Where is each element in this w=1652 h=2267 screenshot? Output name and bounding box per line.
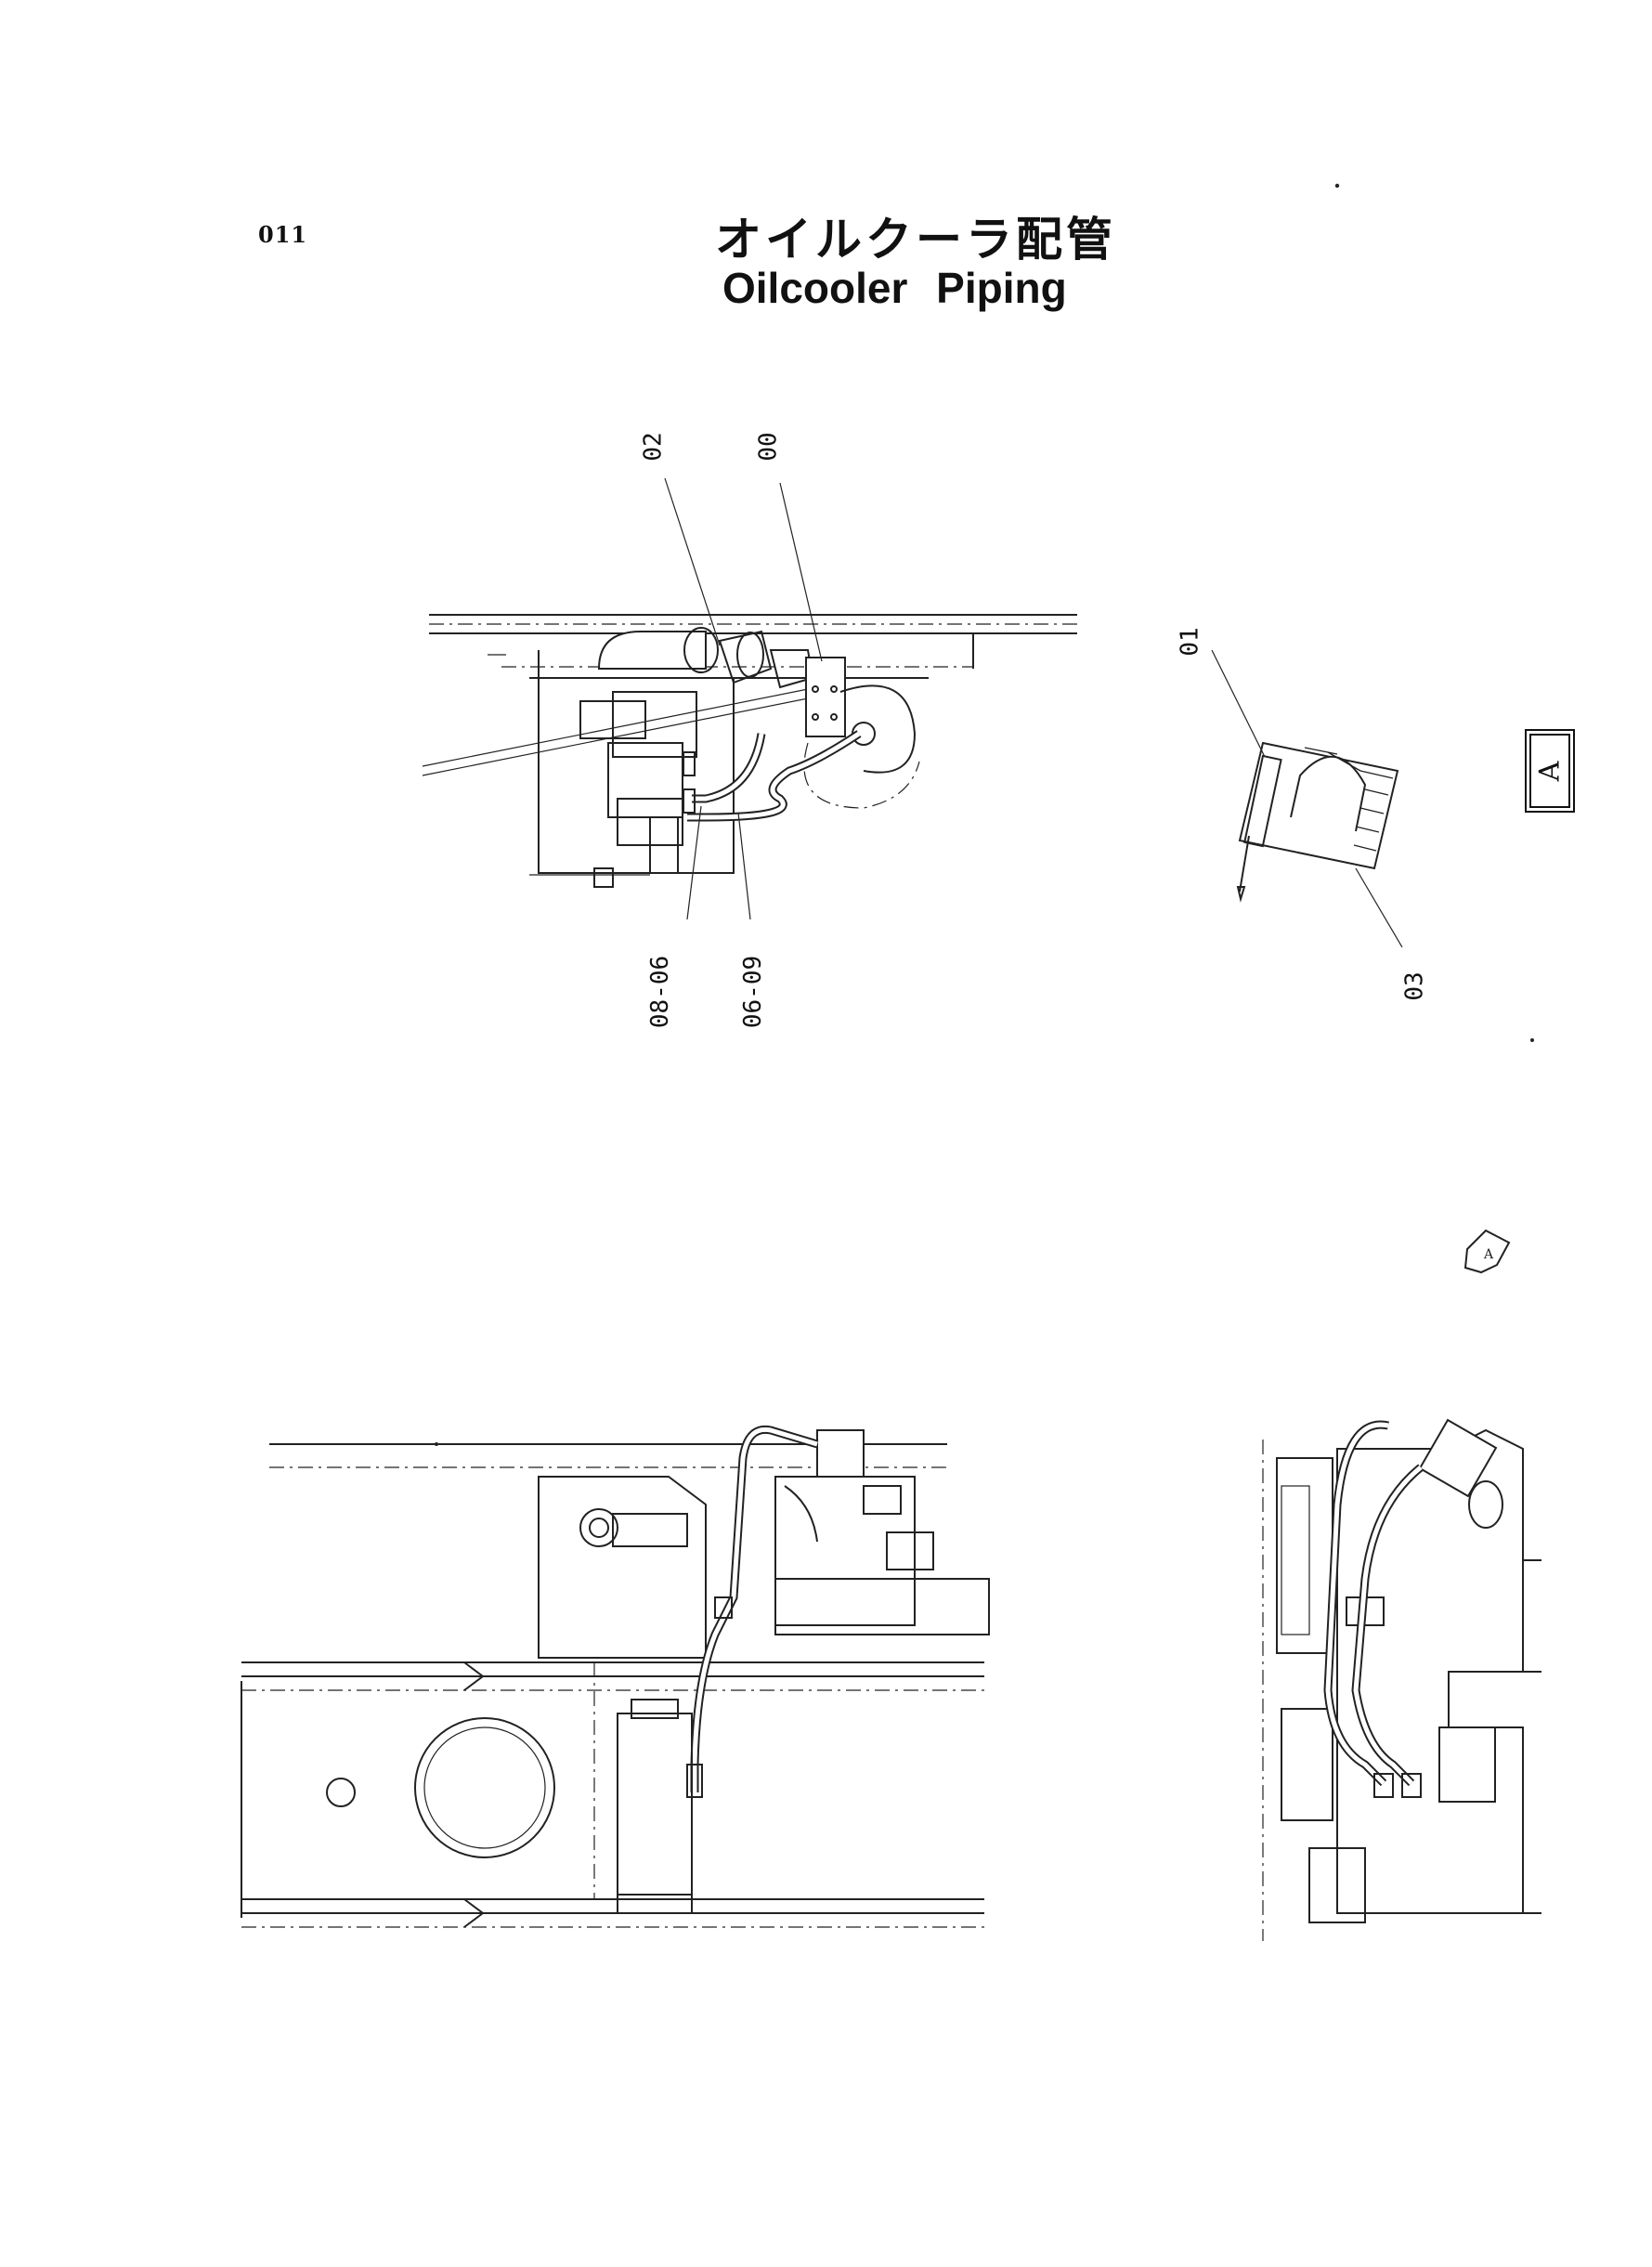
lower-motor-base bbox=[617, 1894, 693, 1914]
bottom-right-assembly bbox=[1262, 1418, 1541, 1941]
hose-clamp-1 bbox=[714, 1596, 733, 1619]
pipe-end-mid bbox=[736, 632, 764, 678]
view-arrow-icon: A bbox=[1463, 1229, 1511, 1274]
tip-lower bbox=[463, 1898, 485, 1928]
elbow-curve bbox=[784, 1485, 818, 1543]
scan-specks bbox=[435, 183, 1534, 1446]
hose-06-09-outer bbox=[687, 730, 862, 822]
view-a-tag: A bbox=[1525, 729, 1575, 813]
cooler-arch bbox=[1290, 755, 1367, 832]
hose-08-06-inner bbox=[692, 733, 764, 801]
section-plate-01 bbox=[1243, 754, 1282, 848]
right-fitting-1 bbox=[1373, 1773, 1394, 1798]
right-elbow-end bbox=[1468, 1480, 1503, 1529]
right-hose-2-inner bbox=[1353, 1466, 1423, 1785]
oval-flange bbox=[839, 684, 917, 774]
leader-08-06 bbox=[686, 805, 702, 920]
bolt-1 bbox=[593, 867, 614, 888]
diagonal-rail-2 bbox=[422, 691, 841, 776]
leader-03 bbox=[1355, 867, 1403, 948]
motor-cap bbox=[863, 1485, 902, 1515]
hatch-7 bbox=[1304, 747, 1338, 755]
hose-end-fitting bbox=[686, 1764, 703, 1798]
view-arrow-shape bbox=[1463, 1229, 1511, 1274]
block-5 bbox=[649, 816, 679, 874]
pivot-ring bbox=[579, 1508, 618, 1547]
hatch-2 bbox=[1364, 788, 1389, 796]
block-2 bbox=[612, 691, 697, 758]
tip-upper bbox=[463, 1661, 485, 1691]
pipe-end-left bbox=[683, 627, 719, 673]
hatch-1 bbox=[1359, 770, 1394, 779]
elbow-pipe-left bbox=[597, 631, 707, 670]
side-block bbox=[1281, 1708, 1333, 1821]
section-view bbox=[1211, 649, 1403, 948]
leader-02 bbox=[664, 477, 721, 646]
hatch-5 bbox=[1353, 844, 1377, 852]
side-frame bbox=[1276, 1457, 1333, 1654]
leader-06-09 bbox=[737, 812, 751, 920]
title-japanese: オイルクーラ配管 bbox=[715, 213, 1116, 267]
hose-06-09-inner bbox=[687, 731, 861, 820]
bottom-left-assembly bbox=[241, 1425, 990, 1928]
valve-block-00 bbox=[805, 657, 846, 737]
lower-motor-cap bbox=[631, 1699, 679, 1719]
block-3 bbox=[607, 742, 683, 818]
hatch-4 bbox=[1355, 826, 1380, 833]
hatch-6 bbox=[1327, 751, 1361, 772]
right-elbow bbox=[1418, 1418, 1498, 1498]
pivot-pin bbox=[589, 1518, 609, 1538]
side-frame-inner bbox=[1281, 1485, 1310, 1635]
right-housing bbox=[1336, 1428, 1524, 1914]
speck bbox=[1334, 183, 1340, 189]
speck bbox=[435, 1442, 438, 1446]
hatch-3 bbox=[1359, 807, 1385, 814]
motor-block bbox=[774, 1476, 916, 1626]
diagonal-rail-1 bbox=[422, 682, 841, 767]
valve-bolt-4 bbox=[830, 713, 838, 721]
valve-bolt-1 bbox=[812, 685, 819, 693]
valve-bolt-3 bbox=[812, 713, 819, 721]
top-view-assembly bbox=[422, 477, 1077, 920]
top-fitting bbox=[816, 1429, 865, 1478]
small-hole bbox=[326, 1778, 356, 1807]
hose-fitting-a bbox=[683, 751, 696, 776]
stud-tip bbox=[1236, 886, 1246, 903]
motor-port bbox=[886, 1531, 934, 1570]
mount-bracket bbox=[538, 1476, 707, 1659]
main-hose-outer bbox=[690, 1425, 819, 1792]
section-stud bbox=[1239, 835, 1250, 892]
right-hose-1-inner bbox=[1325, 1422, 1389, 1785]
view-arrow-letter: A bbox=[1483, 1247, 1494, 1262]
page-number: 011 bbox=[258, 221, 308, 248]
swing-ring-outer bbox=[414, 1717, 555, 1858]
hose-fitting-b bbox=[683, 788, 696, 814]
title-english: Oilcooler Piping bbox=[722, 264, 1067, 312]
leader-00 bbox=[779, 482, 823, 662]
leader-01 bbox=[1211, 649, 1266, 758]
right-fitting-2 bbox=[1401, 1773, 1422, 1798]
lower-motor bbox=[617, 1713, 693, 1900]
pump-housing bbox=[538, 677, 735, 874]
swing-ring-inner bbox=[423, 1726, 546, 1849]
right-lower-block bbox=[1438, 1726, 1496, 1803]
link-arm bbox=[612, 1513, 688, 1547]
speck bbox=[1530, 1038, 1534, 1042]
main-hose-inner bbox=[692, 1427, 818, 1792]
valve-bolt-2 bbox=[830, 685, 838, 693]
pipe-segment-02 bbox=[718, 630, 773, 684]
dashed-sweep bbox=[803, 742, 920, 809]
motor-base bbox=[774, 1578, 990, 1635]
